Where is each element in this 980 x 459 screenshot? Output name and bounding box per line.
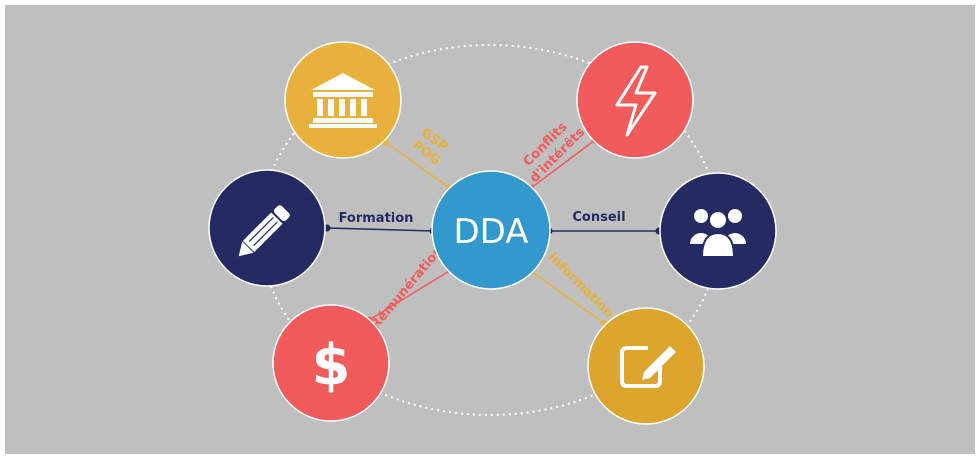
center-label: DDA	[453, 212, 528, 252]
group-icon	[690, 209, 746, 258]
edit-icon	[620, 346, 676, 388]
node-group	[659, 172, 777, 290]
pencil-icon	[238, 205, 290, 257]
bank-icon	[309, 73, 377, 128]
lightning-icon	[615, 65, 657, 137]
dollar-icon: $	[312, 333, 351, 398]
center-node: DDA	[431, 170, 551, 290]
connector-conseil	[545, 227, 663, 235]
connector-formation	[323, 224, 437, 235]
label-conseil: Conseil	[572, 210, 625, 225]
node-bank	[284, 41, 402, 159]
label-remuneration: Rémunération	[368, 243, 446, 332]
node-edit	[587, 307, 705, 425]
node-dollar: $	[272, 304, 390, 422]
node-pencil	[208, 169, 326, 287]
label-information: Information	[545, 250, 617, 322]
node-lightning	[576, 41, 694, 159]
label-formation: Formation	[339, 211, 414, 226]
